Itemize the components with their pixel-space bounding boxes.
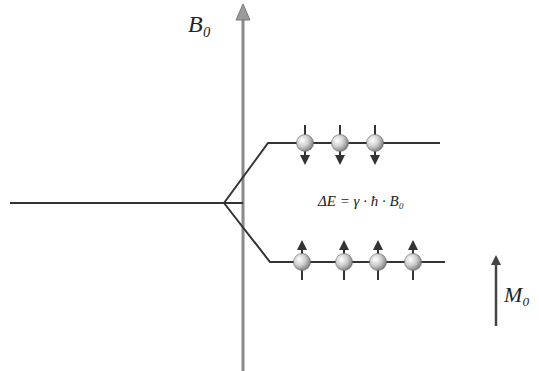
spin-particle bbox=[294, 245, 311, 280]
spin-sphere bbox=[367, 135, 384, 152]
spin-particle bbox=[332, 125, 349, 160]
magnetization-label: M₀ bbox=[504, 284, 530, 306]
spin-sphere bbox=[297, 135, 314, 152]
spin-sphere bbox=[332, 135, 349, 152]
spin-particle bbox=[297, 125, 314, 160]
spin-sphere bbox=[294, 254, 311, 271]
unsplit-level bbox=[10, 202, 243, 204]
spin-particle bbox=[336, 245, 353, 280]
energy-gap-formula: ΔE = γ · ħ · B₀ bbox=[318, 194, 404, 209]
lower-level bbox=[224, 203, 445, 262]
spin-particle bbox=[367, 125, 384, 160]
spin-sphere bbox=[370, 254, 387, 271]
magnetization-arrow bbox=[495, 260, 498, 326]
spin-sphere bbox=[336, 254, 353, 271]
field-label: B₀ bbox=[188, 12, 211, 36]
spin-sphere bbox=[405, 254, 422, 271]
axis-arrowhead bbox=[236, 4, 250, 20]
spin-particle bbox=[370, 245, 387, 280]
spin-particle bbox=[405, 245, 422, 280]
field-axis bbox=[242, 18, 245, 371]
